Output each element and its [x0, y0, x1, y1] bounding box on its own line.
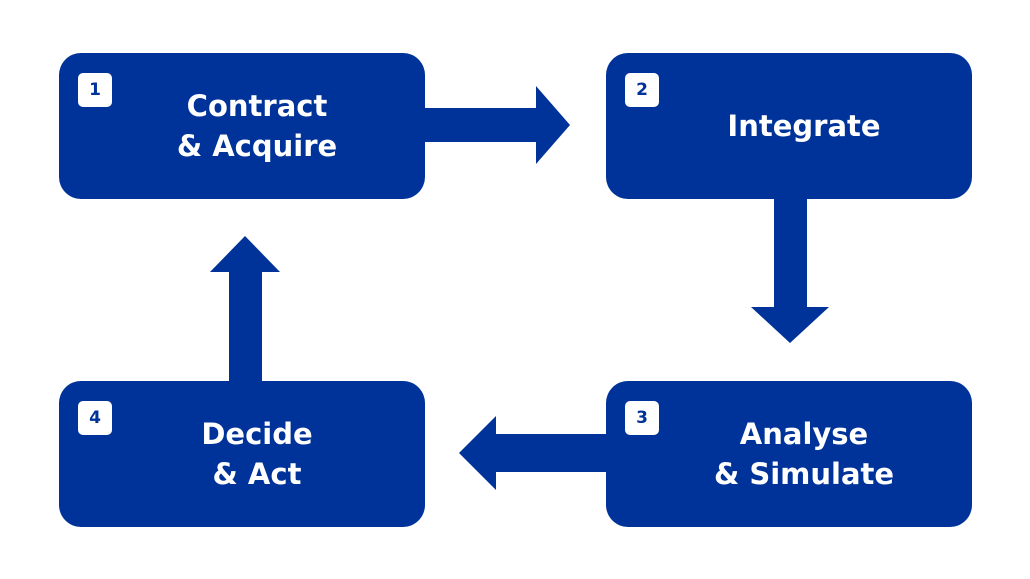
step-number-badge: 2 — [625, 73, 659, 107]
step-label-line: Decide — [201, 417, 313, 451]
step-box-analyse-simulate: 3 Analyse & Simulate — [606, 381, 972, 527]
step-label-line: Integrate — [727, 109, 881, 143]
step-label: Contract & Acquire — [89, 53, 425, 199]
arrow-4-to-1 — [210, 236, 280, 385]
step-box-contract-acquire: 1 Contract & Acquire — [59, 53, 425, 199]
step-label: Analyse & Simulate — [636, 381, 972, 527]
step-label-line: & Act — [212, 457, 302, 491]
step-label: Integrate — [636, 53, 972, 199]
step-box-integrate: 2 Integrate — [606, 53, 972, 199]
step-label: Decide & Act — [89, 381, 425, 527]
step-label-line: Analyse — [739, 417, 869, 451]
step-label-line: & Acquire — [176, 129, 338, 163]
step-number-badge: 3 — [625, 401, 659, 435]
step-number-badge: 4 — [78, 401, 112, 435]
step-number-badge: 1 — [78, 73, 112, 107]
arrow-1-to-2 — [420, 86, 570, 164]
step-label-line: Contract — [186, 89, 328, 123]
step-label-line: & Simulate — [713, 457, 895, 491]
arrow-2-to-3 — [751, 195, 829, 343]
arrow-3-to-4 — [459, 416, 610, 490]
step-box-decide-act: 4 Decide & Act — [59, 381, 425, 527]
